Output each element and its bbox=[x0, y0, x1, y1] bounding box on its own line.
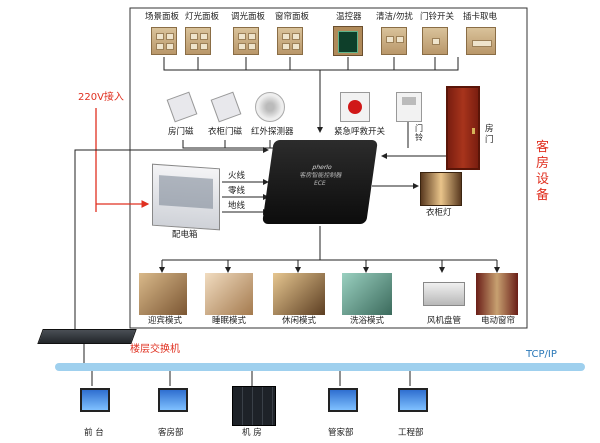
controller-model: ECE bbox=[313, 180, 327, 187]
sensor-label: 衣柜门磁 bbox=[208, 127, 243, 137]
scene-label: 电动窗帘 bbox=[481, 316, 516, 326]
doorbell-label: 门铃 bbox=[415, 124, 423, 142]
do-not-disturb-panel bbox=[381, 27, 407, 55]
panel-label: 场景面板 bbox=[145, 12, 180, 22]
distribution-box bbox=[152, 163, 220, 231]
scene-label: 迎宾模式 bbox=[148, 316, 183, 326]
tcp-ip-label: TCP/IP bbox=[526, 349, 557, 360]
panel-label: 插卡取电 bbox=[463, 12, 498, 22]
room-equipment-title: 客房设备 bbox=[536, 140, 550, 203]
wardrobe-light-label: 衣柜灯 bbox=[426, 208, 452, 218]
room-door-icon bbox=[446, 86, 480, 170]
panel-label: 门铃开关 bbox=[420, 12, 455, 22]
floor-switch-device bbox=[37, 329, 137, 344]
door-label-prefix: 房 bbox=[485, 124, 494, 134]
light-panel bbox=[185, 27, 211, 55]
doorbell-switch bbox=[422, 27, 448, 55]
controller-name: 客房智能控制器 bbox=[299, 172, 343, 179]
butler-computer-icon bbox=[328, 388, 358, 412]
bath-mode-image bbox=[342, 273, 392, 315]
wire-ground-label: 地线 bbox=[228, 201, 246, 211]
card-power-switch bbox=[466, 27, 496, 55]
leisure-mode-image bbox=[273, 273, 325, 315]
electric-curtain-image bbox=[476, 273, 518, 315]
station-label: 客房部 bbox=[158, 428, 184, 438]
controller-brand: pherlo bbox=[311, 164, 333, 171]
front-desk-computer-icon bbox=[80, 388, 110, 412]
scene-label: 休闲模式 bbox=[282, 316, 317, 326]
engineering-computer-icon bbox=[398, 388, 428, 412]
station-label: 前 台 bbox=[84, 428, 104, 438]
door-label: 门 bbox=[485, 135, 494, 145]
panel-label: 清洁/勿扰 bbox=[376, 12, 413, 22]
doorbell-icon bbox=[396, 92, 422, 122]
scene-label: 睡眠模式 bbox=[212, 316, 247, 326]
wire-neutral-label: 零线 bbox=[228, 186, 246, 196]
infrared-sensor-icon bbox=[255, 92, 285, 122]
scene-label: 洗浴模式 bbox=[350, 316, 385, 326]
room-equipment-frame bbox=[129, 7, 528, 329]
sensor-label: 红外探测器 bbox=[251, 127, 294, 137]
wire-live-label: 火线 bbox=[228, 171, 246, 181]
station-label: 工程部 bbox=[398, 428, 424, 438]
panel-label: 窗帘面板 bbox=[275, 12, 310, 22]
curtain-panel bbox=[277, 27, 303, 55]
dimmer-panel bbox=[233, 27, 259, 55]
station-label: 管家部 bbox=[328, 428, 354, 438]
distribution-box-label: 配电箱 bbox=[172, 230, 198, 240]
power-input-label: 220V接入 bbox=[78, 92, 124, 103]
server-room-icon bbox=[232, 386, 276, 426]
thermostat-device bbox=[333, 26, 363, 56]
floor-switch-label: 楼层交换机 bbox=[130, 344, 180, 355]
emergency-call-switch-icon bbox=[340, 92, 370, 122]
welcome-mode-image bbox=[139, 273, 187, 315]
scene-panel bbox=[151, 27, 177, 55]
station-label: 机 房 bbox=[242, 428, 262, 438]
sleep-mode-image bbox=[205, 273, 253, 315]
sensor-label: 房门磁 bbox=[168, 127, 194, 137]
scene-label: 风机盘管 bbox=[427, 316, 462, 326]
fan-coil-image bbox=[423, 282, 465, 306]
panel-label: 温控器 bbox=[336, 12, 362, 22]
housekeeping-computer-icon bbox=[158, 388, 188, 412]
panel-label: 调光面板 bbox=[231, 12, 266, 22]
sensor-label: 紧急呼救开关 bbox=[334, 127, 386, 137]
panel-label: 灯光面板 bbox=[185, 12, 220, 22]
tcp-ip-bus bbox=[55, 363, 585, 371]
wardrobe-light-image bbox=[420, 172, 462, 206]
room-controller: pherlo 客房智能控制器 ECE bbox=[262, 140, 378, 224]
